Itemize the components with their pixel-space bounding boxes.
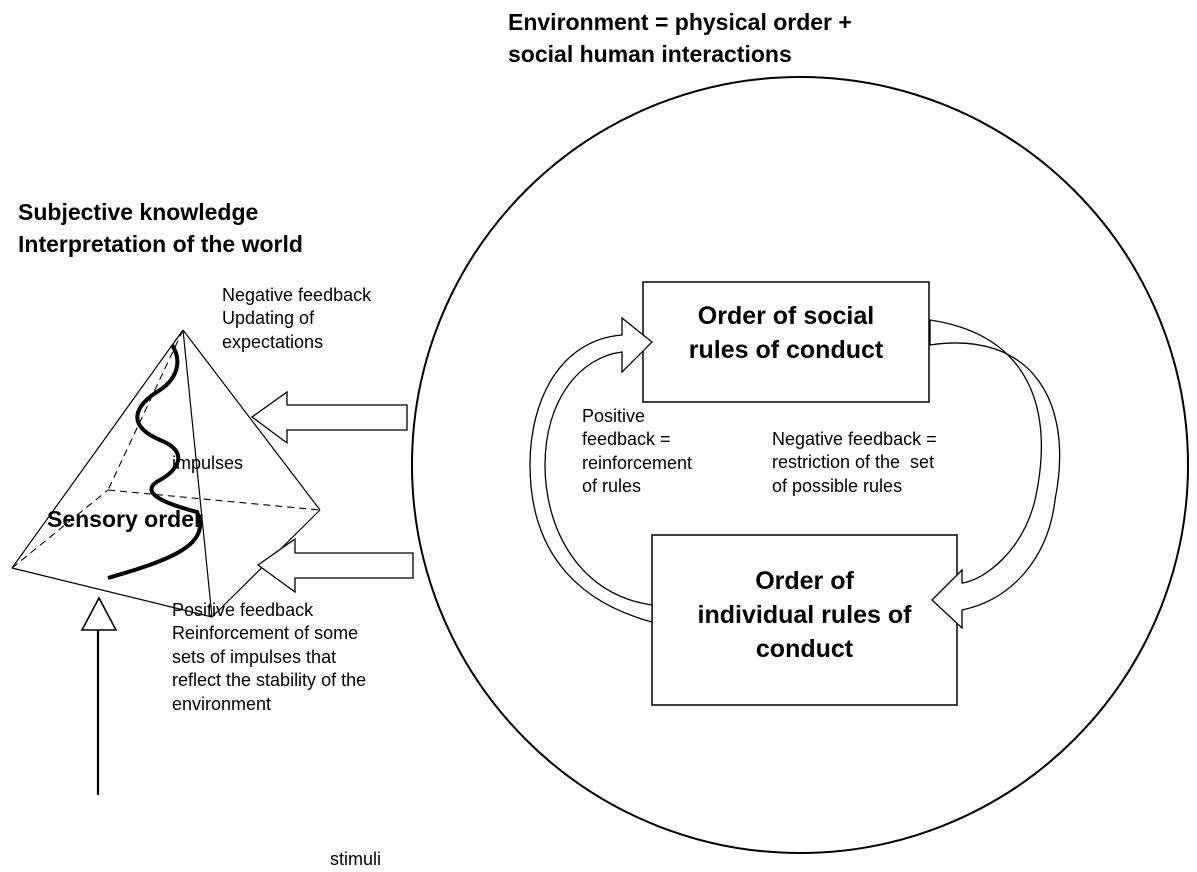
pyramid [11,329,321,618]
negative-feedback-inner-label: Negative feedback = restriction of the s… [772,429,937,496]
subjective-knowledge-title: Subjective knowledge Interpretation of t… [18,199,303,258]
positive-feedback-curved-arrow [529,316,653,623]
individual-rules-box-label: Order of individual rules of conduct [697,567,912,663]
impulses-label: impulses [172,453,244,473]
individual-rules-box [651,534,958,706]
negative-feedback-left-label: Negative feedback Updating of expectatio… [222,285,372,352]
positive-feedback-left-label: Positive feedback Reinforcement of some … [172,600,367,714]
social-rules-box-label: Order of social rules of conduct [688,302,884,364]
stimuli-arrowhead [80,596,118,631]
stimuli-label: stimuli [330,849,382,869]
environment-circle [411,76,1189,854]
sensory-order-label: Sensory order [47,506,203,532]
negative-feedback-arrow [250,390,408,445]
impulse-wave [107,343,203,580]
positive-feedback-inner-label: Positive feedback = reinforcement of rul… [582,406,693,497]
environment-title: Environment = physical order + social hu… [508,9,852,68]
negative-feedback-curved-arrow [929,319,1061,630]
positive-feedback-arrow [256,537,414,594]
